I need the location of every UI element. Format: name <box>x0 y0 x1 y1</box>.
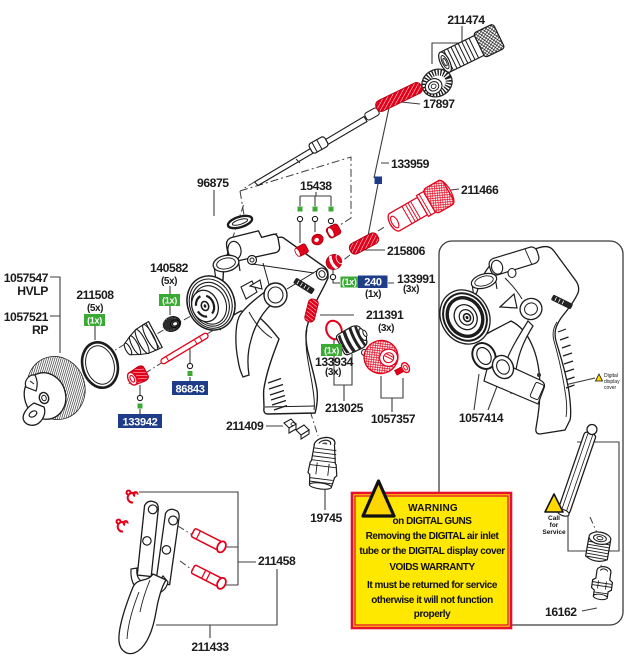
svg-text:properly: properly <box>414 609 451 620</box>
svg-text:(3x): (3x) <box>378 323 394 334</box>
svg-text:cover: cover <box>604 385 617 391</box>
svg-text:133991: 133991 <box>397 272 436 286</box>
svg-text:1057521: 1057521 <box>4 310 49 324</box>
svg-text:(1x): (1x) <box>87 316 102 326</box>
svg-text:Removing the DIGITAL air inlet: Removing the DIGITAL air inlet <box>366 531 500 542</box>
svg-text:1057357: 1057357 <box>371 412 416 426</box>
svg-text:211466: 211466 <box>461 183 499 197</box>
svg-text:(5x): (5x) <box>161 276 177 287</box>
svg-text:It must be returned for servic: It must be returned for service <box>367 580 498 591</box>
svg-text:(3x): (3x) <box>325 367 341 378</box>
svg-text:tube or the DIGITAL display co: tube or the DIGITAL display cover <box>359 546 505 557</box>
svg-text:133959: 133959 <box>391 157 430 171</box>
svg-text:215806: 215806 <box>387 244 426 258</box>
svg-text:1057414: 1057414 <box>459 411 504 425</box>
svg-text:15438: 15438 <box>300 179 332 193</box>
svg-text:211433: 211433 <box>191 640 229 654</box>
svg-text:16162: 16162 <box>545 605 577 619</box>
svg-text:(1x): (1x) <box>342 277 357 287</box>
svg-text:VOIDS WARRANTY: VOIDS WARRANTY <box>389 562 475 573</box>
svg-text:Service: Service <box>542 529 566 536</box>
svg-text:(5x): (5x) <box>87 303 103 314</box>
svg-text:240: 240 <box>364 277 382 289</box>
svg-text:(1x): (1x) <box>365 289 381 300</box>
svg-text:213025: 213025 <box>325 401 364 415</box>
svg-text:19745: 19745 <box>310 511 342 525</box>
svg-text:for: for <box>550 522 559 529</box>
svg-text:1057547: 1057547 <box>4 271 49 285</box>
svg-text:WARNING: WARNING <box>408 503 458 514</box>
svg-text:211508: 211508 <box>76 288 114 302</box>
svg-text:133942: 133942 <box>123 417 158 429</box>
svg-text:211474: 211474 <box>447 13 485 27</box>
svg-text:211391: 211391 <box>366 308 404 322</box>
svg-text:(1x): (1x) <box>324 346 339 356</box>
svg-text:on DIGITAL GUNS: on DIGITAL GUNS <box>393 516 473 527</box>
svg-text:RP: RP <box>32 323 48 337</box>
svg-text:(3x): (3x) <box>403 284 419 295</box>
svg-text:211458: 211458 <box>258 554 296 568</box>
svg-text:Call: Call <box>548 515 560 522</box>
svg-text:otherwise it will not function: otherwise it will not function <box>371 595 493 606</box>
svg-text:133934: 133934 <box>315 355 354 369</box>
svg-text:86843: 86843 <box>175 384 204 396</box>
svg-text:140582: 140582 <box>150 261 189 275</box>
svg-text:(1x): (1x) <box>162 296 177 306</box>
svg-text:211409: 211409 <box>226 419 264 433</box>
svg-text:17897: 17897 <box>423 97 455 111</box>
svg-text:display: display <box>604 379 620 385</box>
svg-text:Digital: Digital <box>604 373 618 379</box>
svg-text:96875: 96875 <box>197 176 229 190</box>
svg-text:HVLP: HVLP <box>17 284 48 298</box>
